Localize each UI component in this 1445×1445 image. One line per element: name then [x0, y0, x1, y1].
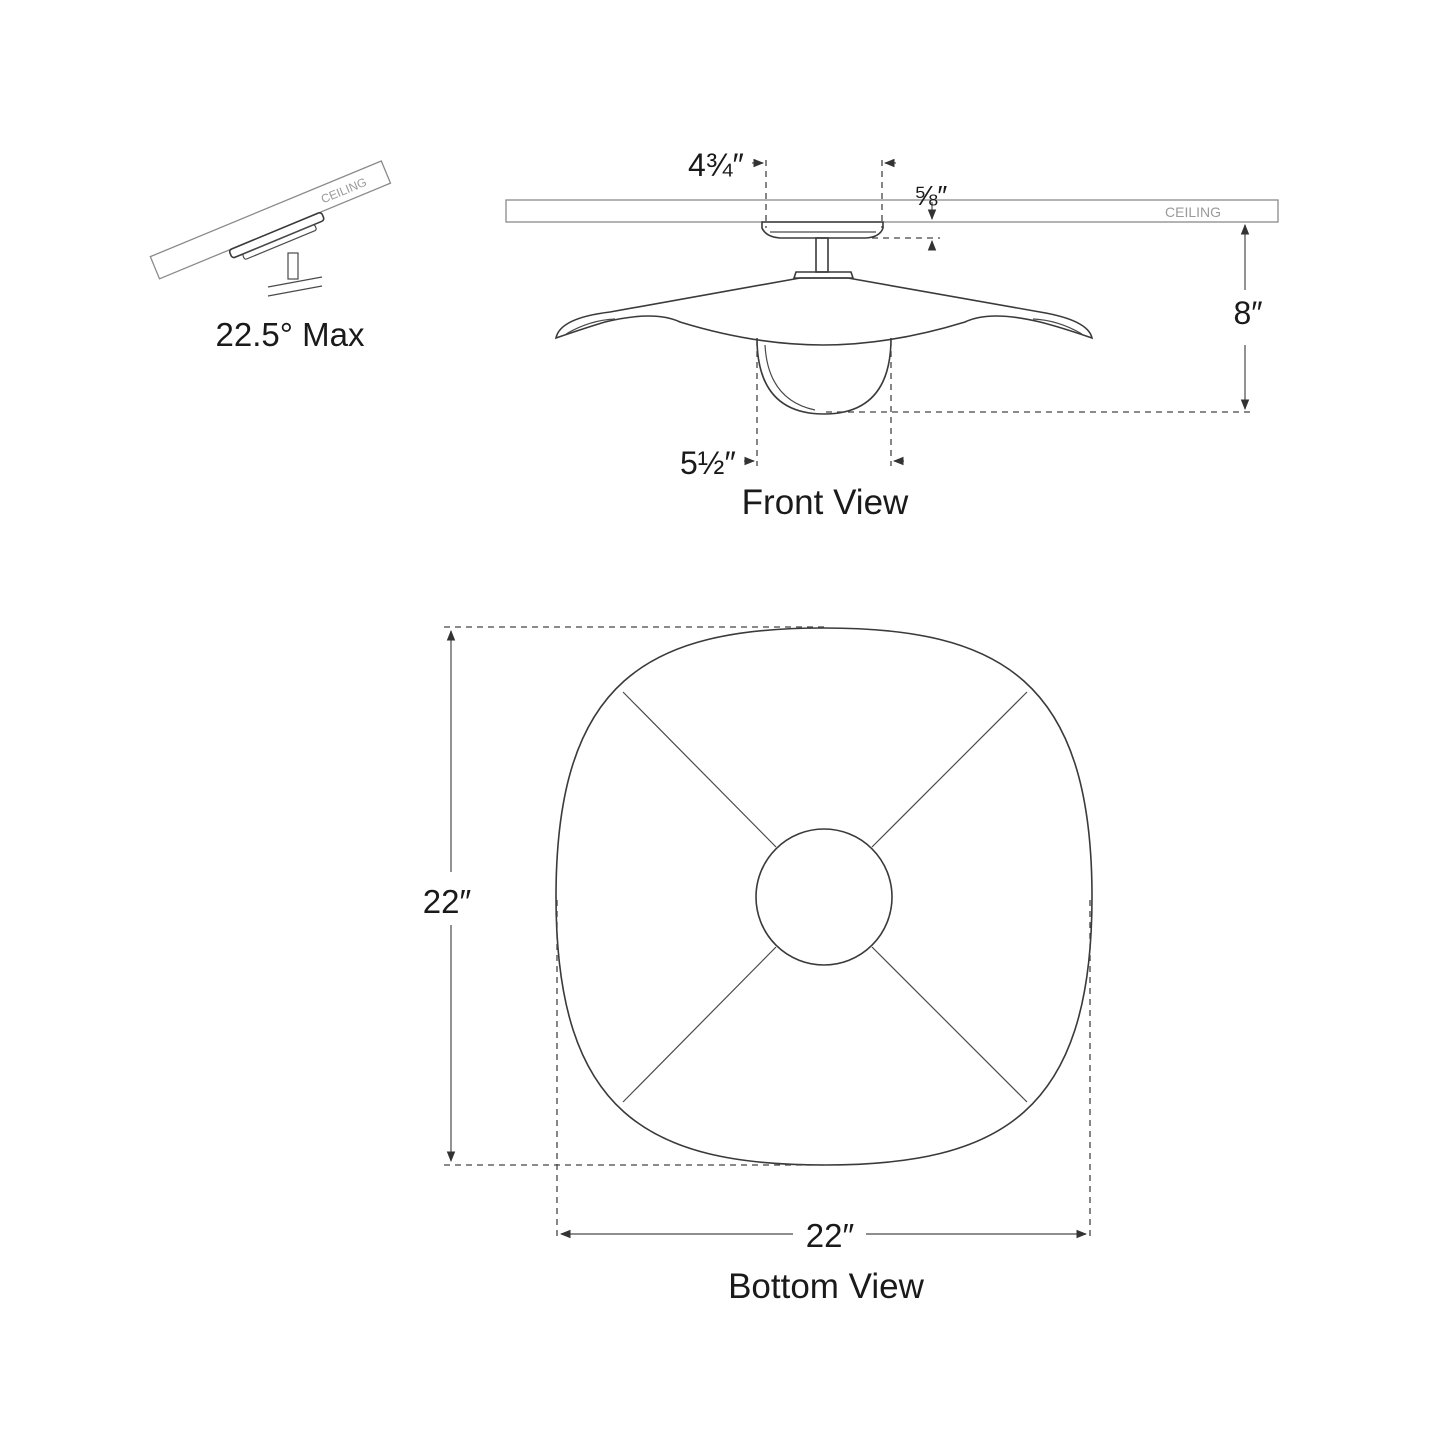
bottom-view-title: Bottom View [728, 1267, 925, 1306]
shade-bottom [555, 627, 1093, 1166]
bottom-view: 22″ 22″ Bottom View [423, 626, 1093, 1306]
globe-bottom [755, 828, 893, 966]
sloped-ceiling-view: CEILING 22.5° Max [149, 160, 392, 353]
front-view-title: Front View [742, 483, 909, 522]
rib [622, 946, 777, 1103]
ceiling-front [505, 199, 1279, 223]
angle-label: 22.5° Max [216, 316, 365, 353]
ceiling-label-slope: CEILING [319, 175, 369, 206]
stem-slope [287, 252, 299, 280]
globe-front [756, 337, 892, 415]
shade-front [554, 277, 1094, 346]
ceiling-label-front: CEILING [1165, 204, 1221, 220]
rib [871, 691, 1028, 848]
canopy-width-label: 4¾″ [688, 147, 744, 183]
stem-front [815, 237, 829, 273]
canopy-depth-label: ⅝″ [914, 180, 947, 211]
rib [871, 946, 1028, 1103]
front-view: CEILING 4¾″ ⅝″ 8″ [505, 147, 1279, 522]
canopy-front [761, 221, 884, 239]
width-label-bottom: 22″ [806, 1217, 855, 1254]
globe-width-label: 5½″ [680, 445, 736, 481]
sloped-ceiling-strip: CEILING [149, 160, 392, 280]
rib [622, 691, 777, 848]
height-label-bottom: 22″ [423, 883, 472, 920]
height-label-front: 8″ [1233, 295, 1262, 331]
